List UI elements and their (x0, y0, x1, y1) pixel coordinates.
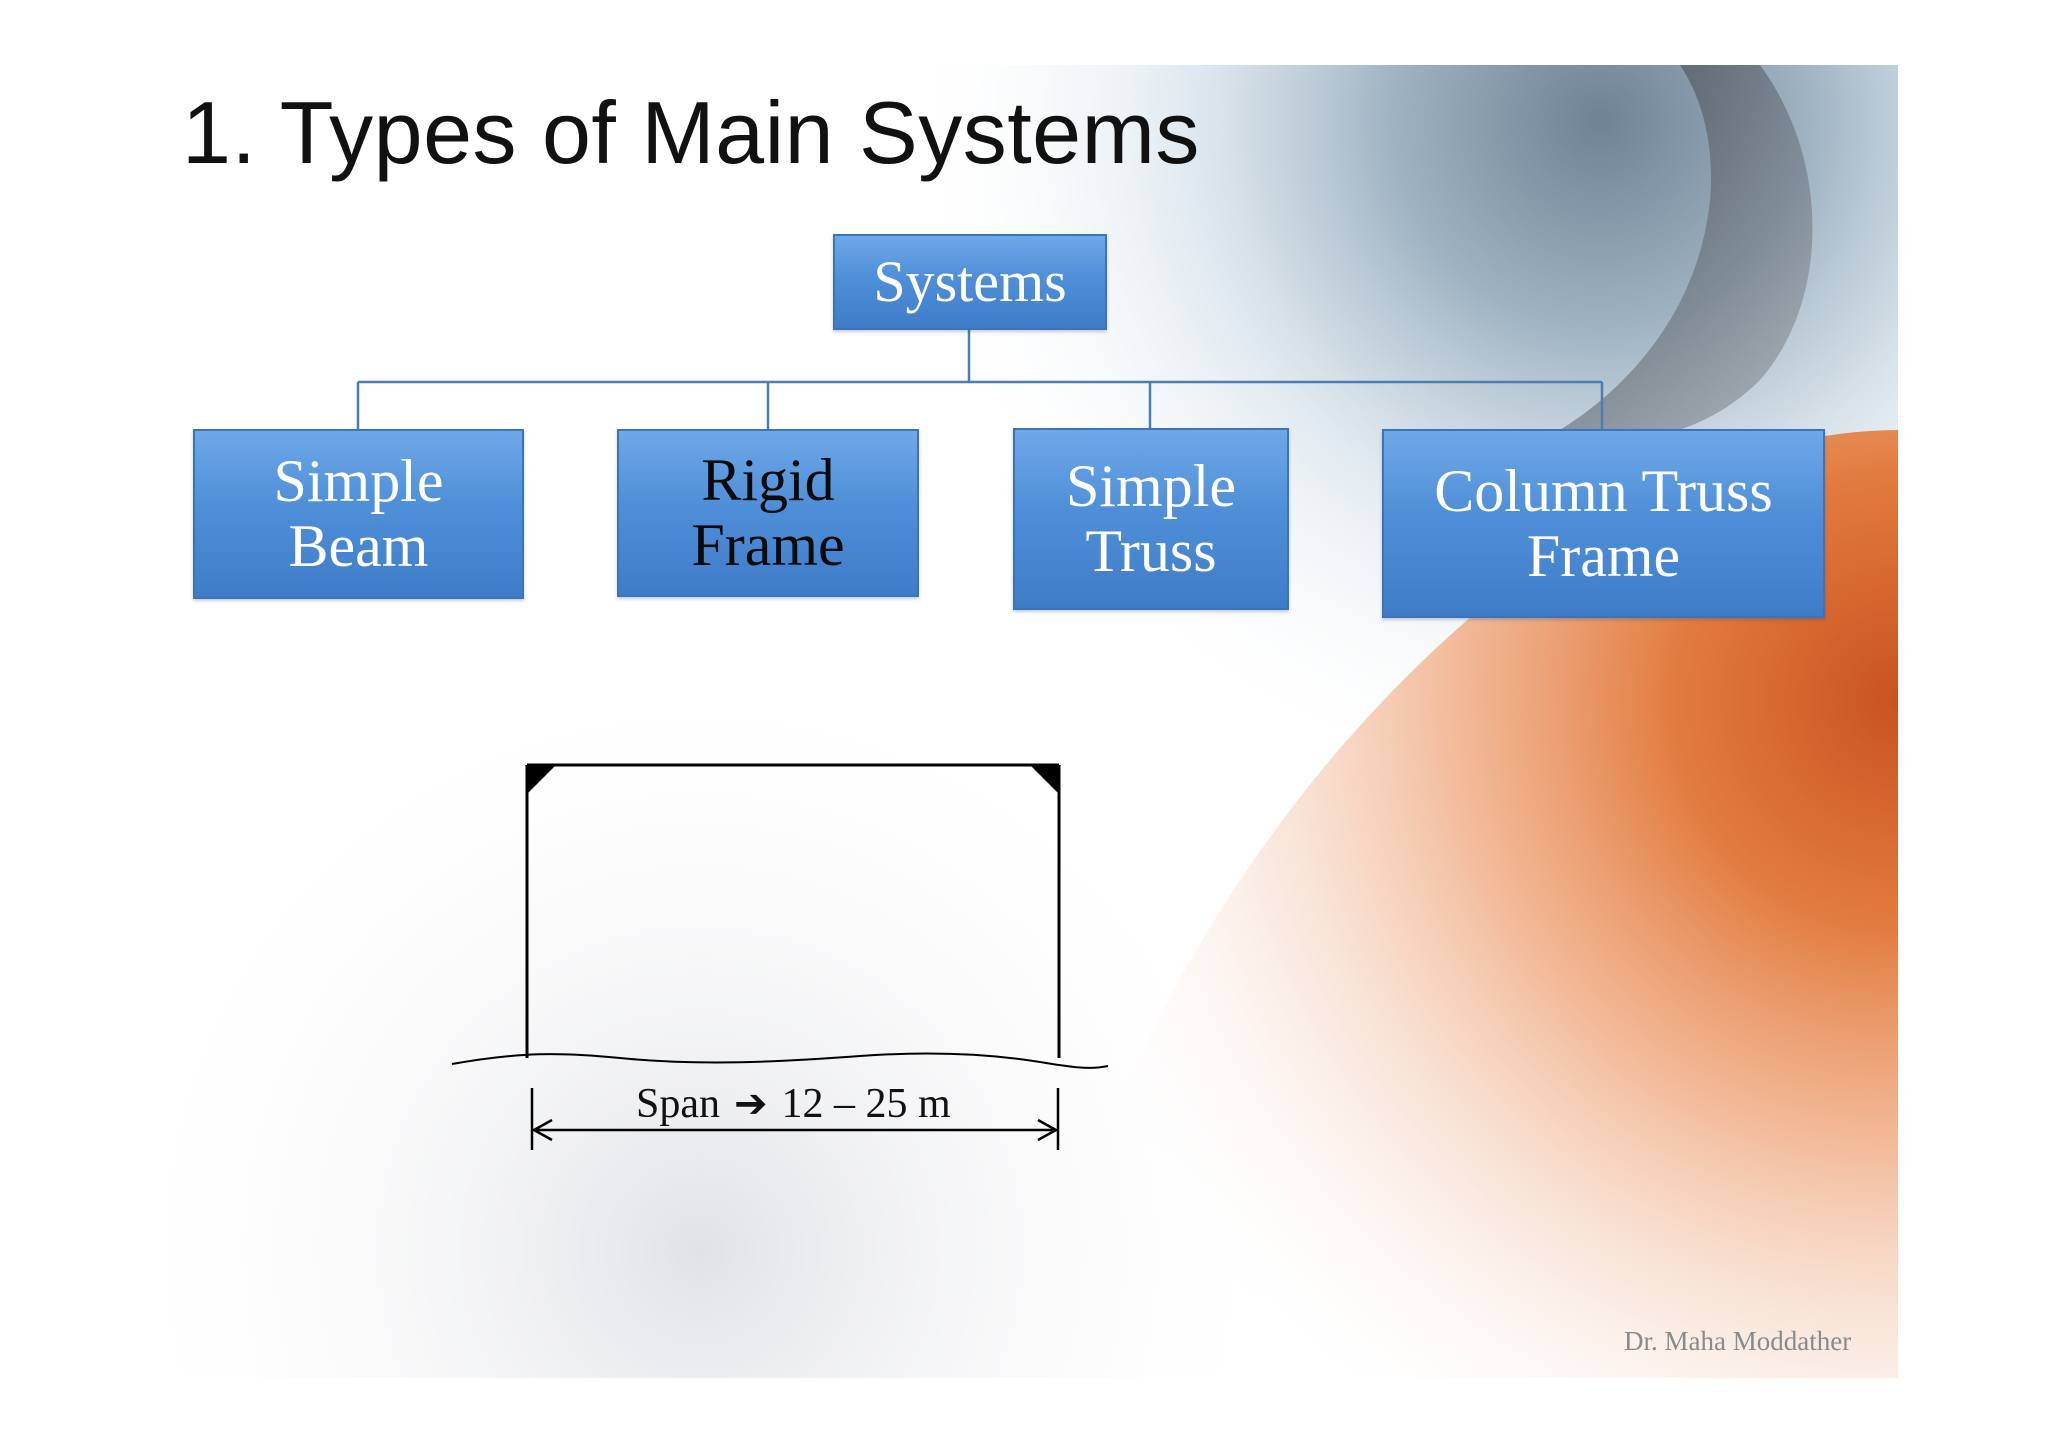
ground-line (451, 1052, 1109, 1069)
node-simple-truss: Simple Truss (1013, 428, 1289, 610)
span-range: 12 – 25 m (781, 1081, 951, 1127)
node-column-truss-frame: Column Truss Frame (1382, 429, 1825, 618)
span-label: Span ➔ 12 – 25 m (636, 1080, 951, 1128)
node-systems: Systems (833, 234, 1107, 330)
node-rigid-frame: Rigid Frame (617, 429, 919, 597)
span-word: Span (636, 1081, 720, 1127)
footer-author: Dr. Maha Moddather (1624, 1326, 1852, 1356)
node-simple-beam: Simple Beam (193, 429, 524, 599)
left-haunch (527, 765, 556, 794)
right-haunch (1030, 765, 1059, 794)
slide-title: 1. Types of Main Systems (182, 83, 1200, 182)
right-arrow-icon: ➔ (734, 1081, 768, 1127)
span-dimension (530, 1088, 1060, 1150)
frame-outline (525, 763, 1061, 1058)
